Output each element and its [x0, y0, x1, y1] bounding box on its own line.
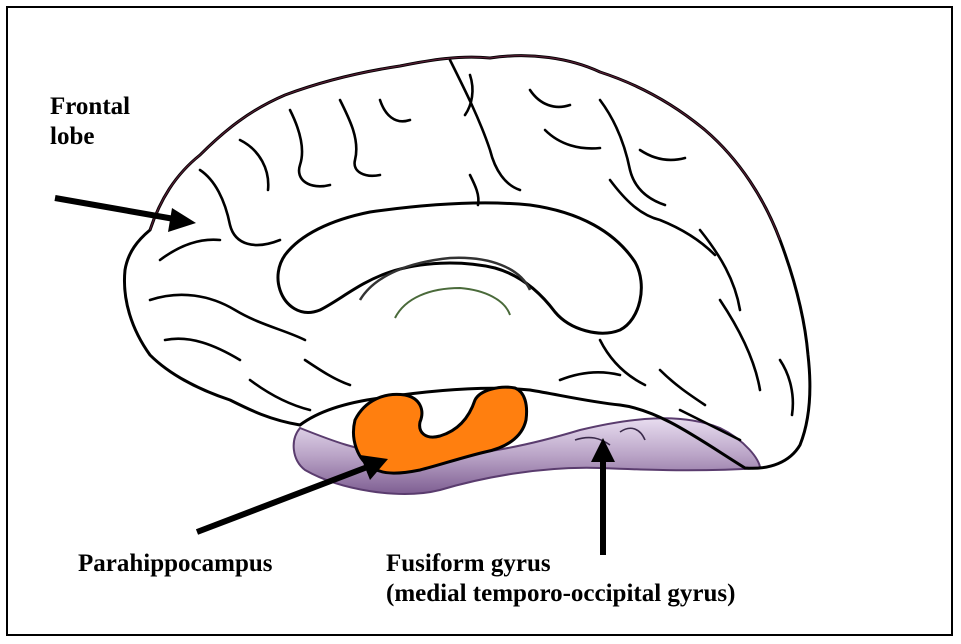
fornix-arc-inner — [395, 288, 510, 318]
fusiform-gyrus-label: Fusiform gyrus (medial temporo-occipital… — [386, 549, 735, 609]
frontal-lobe-label-line2: lobe — [50, 122, 130, 152]
frontal-lobe-label: Frontal lobe — [50, 92, 130, 152]
fusiform-gyrus-label-line1: Fusiform gyrus — [386, 549, 735, 579]
corpus-callosum-outline — [278, 203, 641, 333]
parahippocampus-label: Parahippocampus — [78, 549, 272, 579]
parahippocampus-arrow — [197, 466, 370, 532]
fusiform-gyrus-label-line2: (medial temporo-occipital gyrus) — [386, 579, 735, 609]
frontal-lobe-arrowhead — [168, 208, 196, 232]
frontal-lobe-label-line1: Frontal — [50, 92, 130, 122]
